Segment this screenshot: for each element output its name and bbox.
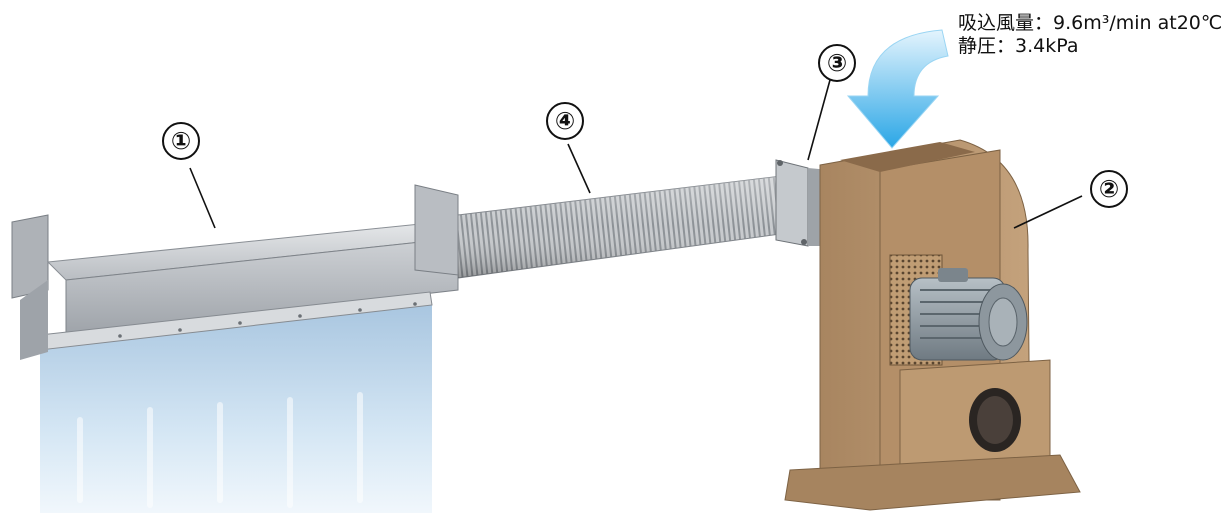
spec-block: 吸込風量：9.6m³/min at20℃ 静圧：3.4kPa [958,12,1222,58]
airflow-arrow-icon [846,29,949,149]
callout-4: ④ [546,102,584,140]
air-curtain [40,305,432,513]
airflow-spec: 吸込風量：9.6m³/min at20℃ [958,12,1223,34]
flange-joint [775,159,830,247]
air-curtain-nozzle [11,184,460,360]
static-pressure-spec: 静圧：3.4kPa [958,35,1079,57]
callout-3: ③ [818,44,856,82]
flexible-duct [457,174,796,279]
callout-2: ② [1090,170,1128,208]
callout-leaders [189,79,1083,229]
blower-unit [784,139,1081,511]
callout-1: ① [162,122,200,160]
